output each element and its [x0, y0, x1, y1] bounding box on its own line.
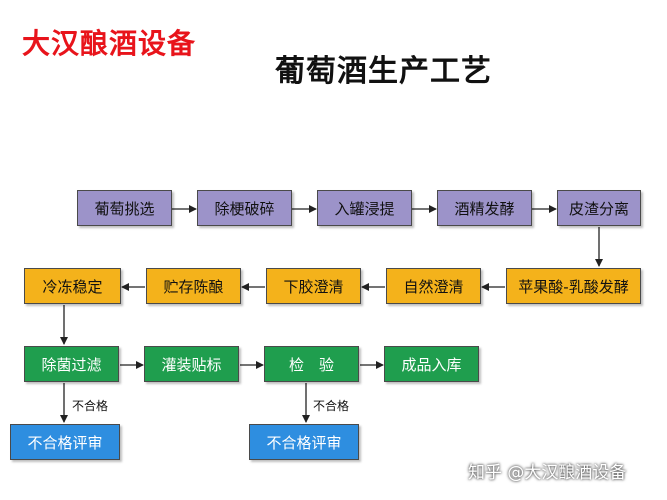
step-storage-aging: 贮存陈酿 — [146, 268, 241, 304]
fail-label-filtration: 不合格 — [72, 399, 109, 413]
step-natural-clarification: 自然澄清 — [386, 268, 481, 304]
page-title: 葡萄酒生产工艺 — [275, 54, 492, 89]
step-bottling-labeling: 灌装贴标 — [144, 346, 239, 382]
watermark: 知乎 @大汉酿酒设备 — [468, 463, 627, 483]
step-destemming-crushing: 除梗破碎 — [197, 190, 292, 226]
brand-title: 大汉酿酒设备 — [22, 27, 197, 60]
step-cold-stabilization: 冷冻稳定 — [24, 268, 121, 304]
step-fining-clarification: 下胶澄清 — [266, 268, 361, 304]
step-sterile-filtration: 除菌过滤 — [24, 346, 119, 382]
step-nonconformance-review-1: 不合格评审 — [10, 424, 120, 460]
step-nonconformance-review-2: 不合格评审 — [249, 424, 359, 460]
step-grape-selection: 葡萄挑选 — [77, 190, 172, 226]
step-alcoholic-fermentation: 酒精发酵 — [437, 190, 532, 226]
step-pomace-separation: 皮渣分离 — [557, 190, 641, 226]
step-finished-storage: 成品入库 — [384, 346, 479, 382]
fail-label-inspection: 不合格 — [313, 399, 350, 413]
step-malolactic-fermentation: 苹果酸-乳酸发酵 — [506, 268, 641, 304]
step-inspection: 检 验 — [264, 346, 359, 382]
step-tank-maceration: 入罐浸提 — [317, 190, 412, 226]
